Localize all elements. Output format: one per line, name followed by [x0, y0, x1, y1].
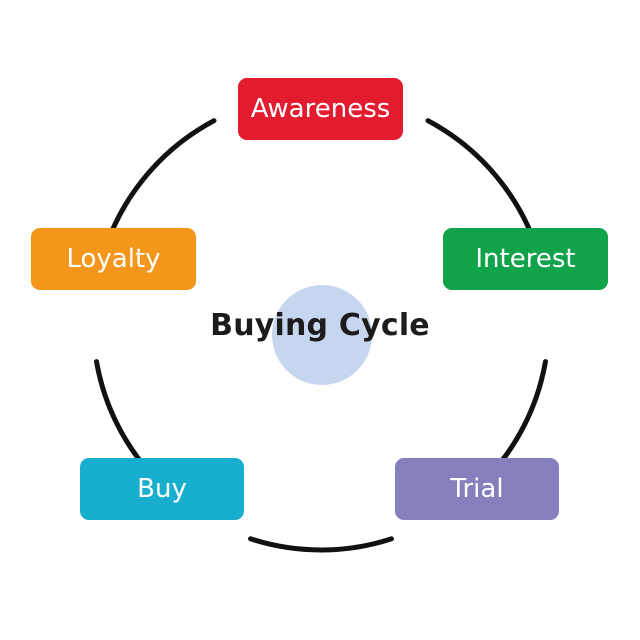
arc-trial-buy: [248, 536, 394, 553]
stage-trial: Trial: [395, 458, 559, 520]
stage-buy: Buy: [80, 458, 244, 520]
center-disc: [272, 285, 372, 385]
stage-awareness-label: Awareness: [250, 94, 391, 124]
center-title: Buying Cycle: [210, 308, 430, 343]
stage-loyalty-label: Loyalty: [66, 244, 161, 274]
stage-buy-label: Buy: [137, 474, 187, 504]
stage-loyalty: Loyalty: [31, 228, 196, 290]
stage-interest: Interest: [443, 228, 608, 290]
stage-interest-label: Interest: [475, 244, 576, 274]
stage-trial-label: Trial: [450, 474, 504, 504]
stage-awareness: Awareness: [238, 78, 403, 140]
